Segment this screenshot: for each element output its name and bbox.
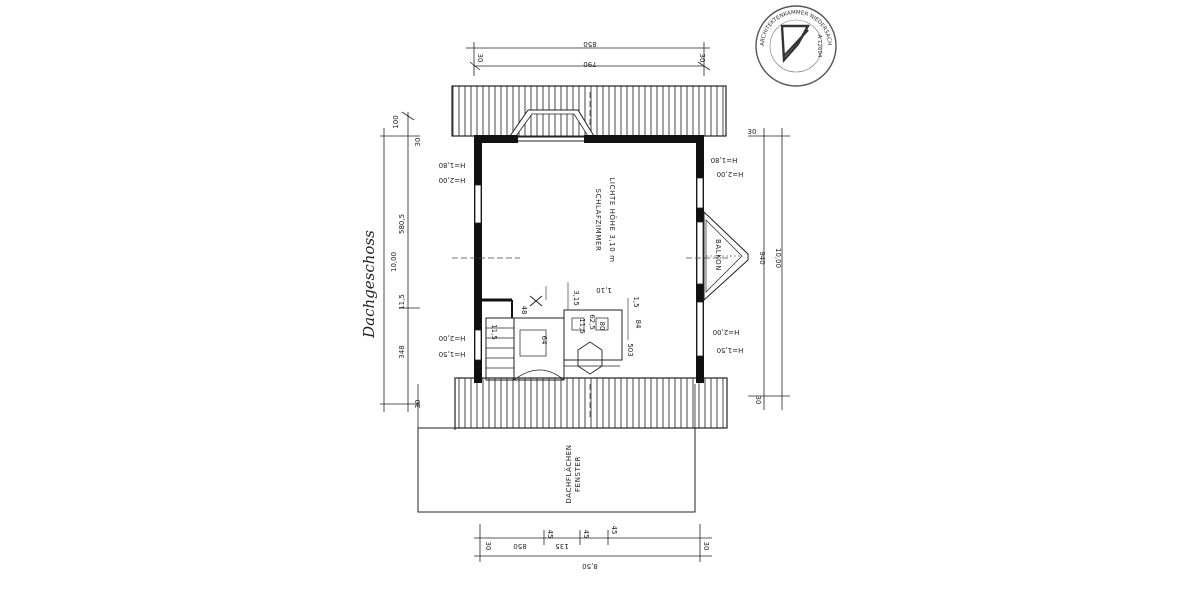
stair-dim-9: 11,5 [578, 318, 586, 334]
h-bot-right-2: H=1,50 [717, 346, 744, 354]
h-top-left-1: H=1,80 [439, 161, 466, 169]
dim-top-outer: 850 [583, 40, 596, 48]
stair-dim-7: 62,5 [588, 314, 596, 330]
dim-bot-5: 45 [582, 530, 590, 539]
balcony-label: BALKON [714, 239, 722, 271]
architect-stamp: ARCHITEKTENKAMMER NIEDERSACHSEN A 12694 [0, 0, 837, 87]
dim-right-total: 10,00 [774, 248, 782, 268]
balcony [703, 210, 749, 302]
stair-dim-5: 84 [634, 320, 642, 329]
stair-area [485, 282, 629, 381]
dim-bot-1: 30 [484, 542, 492, 551]
h-bot-left-2: H=1,50 [439, 350, 466, 358]
dim-top [466, 42, 711, 76]
skylight-outline [417, 384, 696, 513]
room-height: LICHTE HÖHE 3,10 m [608, 177, 617, 262]
h-top-right-1: H=1,80 [711, 156, 738, 164]
stair-dim-8: 80 [598, 322, 606, 331]
dim-right-inner: 940 [758, 251, 766, 264]
stair-dim-4: 3,15 [572, 290, 580, 306]
dim-bot-2: 850 [513, 542, 526, 550]
skylight-label-2: FENSTER [574, 456, 582, 492]
dim-top-right-small: 30 [698, 54, 706, 63]
dim-bot-3: 135 [555, 542, 568, 550]
skylight-label-1: DACHFLÄCHEN [564, 444, 573, 503]
axis-marks [452, 92, 730, 420]
dim-left-upper: 580,5 [398, 214, 406, 234]
h-top-left-2: H=2,00 [439, 176, 466, 184]
dim-left-top: 100 [392, 115, 400, 128]
stair-dim-11: 503 [626, 343, 634, 356]
dim-bot-outer: 8,50 [582, 562, 598, 570]
dim-bot-6: 45 [610, 526, 618, 535]
dim-left-total: 10,00 [390, 252, 398, 272]
stair-dim-1: 48 [520, 306, 528, 315]
dim-left-mid: 11,5 [398, 294, 406, 310]
dim-bottom [474, 524, 712, 562]
h-bot-left-1: H=2,00 [439, 334, 466, 342]
dim-right-bottom-30: 30 [754, 396, 762, 405]
dim-left [380, 111, 420, 412]
h-top-right-2: H=2,00 [717, 170, 744, 178]
dim-top-left-small: 30 [476, 54, 484, 63]
dim-top-inner: 790 [583, 60, 596, 68]
roof-bottom [454, 377, 728, 430]
dim-left-30-bottom: 30 [414, 400, 422, 409]
dim-left-lower: 348 [398, 345, 406, 358]
dim-bot-7: 30 [702, 542, 710, 551]
roof-top [451, 85, 727, 137]
outer-walls [474, 135, 704, 383]
stair-dim-3: 1,10 [596, 286, 612, 294]
dim-left-30-top: 30 [414, 138, 422, 147]
floor-label: Dachgeschoss [360, 230, 378, 339]
dim-right [748, 128, 790, 410]
stair-dim-6: 1,5 [632, 296, 640, 307]
stamp-number: A 12694 [816, 34, 822, 58]
dim-bot-4: 45 [546, 530, 554, 539]
stair-dim-2: 11,5 [490, 324, 498, 340]
stamp-text: ARCHITEKTENKAMMER NIEDERSACHSEN [0, 0, 832, 46]
stair-dim-10: 64 [540, 336, 548, 345]
room-name: SCHLAFZIMMER [594, 189, 602, 252]
dim-right-top-30: 30 [748, 128, 757, 136]
h-bot-right-1: H=2,00 [713, 328, 740, 336]
